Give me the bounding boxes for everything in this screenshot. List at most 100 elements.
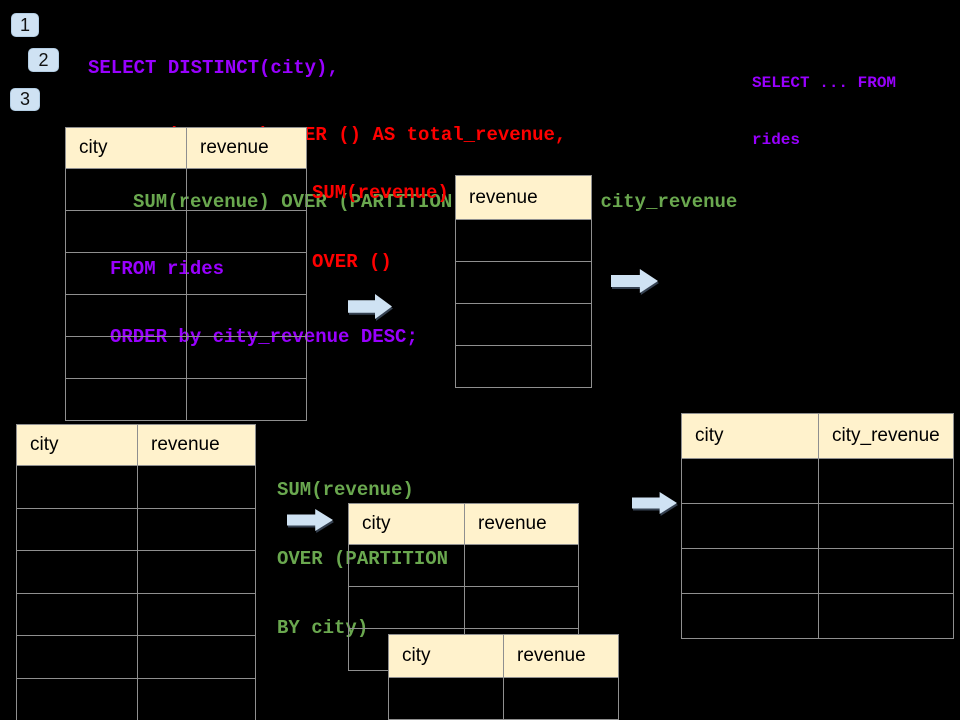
table-cell [66, 253, 186, 294]
table-total-revenue-result: revenue [455, 175, 592, 388]
table-row [66, 378, 306, 420]
table-row [682, 593, 953, 638]
flow-arrow-icon [611, 269, 658, 293]
column-header-city: city [79, 137, 108, 158]
table-row [682, 548, 953, 593]
flow-arrow-icon [632, 492, 677, 514]
table-cell [818, 504, 953, 548]
table-row [456, 303, 591, 345]
table-row [349, 586, 578, 628]
table-city-revenue-result: city city_revenue [681, 413, 954, 639]
table-row [456, 219, 591, 261]
table-rides-source-top: city revenue [65, 127, 307, 421]
table-cell [186, 169, 306, 210]
table-cell [456, 346, 591, 387]
table-cell [503, 678, 618, 719]
table-cell [818, 549, 953, 593]
table-row [456, 345, 591, 387]
column-header-revenue: revenue [464, 504, 578, 544]
table-cell [186, 295, 306, 336]
table-cell [137, 551, 255, 593]
table-row [66, 336, 306, 378]
table-cell [682, 549, 818, 593]
sql-line-select: SELECT DISTINCT(city), [88, 56, 339, 79]
table-row [66, 252, 306, 294]
table-cell [66, 295, 186, 336]
step-badge-3: 3 [10, 88, 40, 111]
table-cell [818, 459, 953, 503]
annotation-partition: SUM(revenue) OVER (PARTITION BY city) [277, 433, 448, 686]
table-cell [818, 594, 953, 638]
table-row [66, 168, 306, 210]
sql-line-from: FROM rides [110, 258, 225, 281]
table-body [17, 465, 255, 720]
table-cell [682, 459, 818, 503]
table-cell [17, 466, 137, 508]
column-header-revenue: revenue [469, 186, 538, 208]
table-cell [66, 379, 186, 420]
table-cell [17, 551, 137, 593]
column-header-revenue: revenue [503, 635, 618, 677]
side-note-line-2: rides [752, 131, 801, 149]
table-header-row: city revenue [349, 504, 578, 544]
annotation-total-line-1: SUM(revenue) [312, 182, 449, 204]
table-cell [186, 253, 306, 294]
annotation-total-line-2: OVER () [312, 251, 392, 273]
table-cell [66, 169, 186, 210]
table-row [17, 635, 255, 678]
table-cell [137, 636, 255, 678]
table-row [17, 592, 255, 636]
table-header-row: city revenue [389, 635, 618, 677]
step-badge-1: 1 [11, 13, 39, 37]
side-note-line-1: SELECT ... FROM [752, 74, 897, 92]
table-cell [389, 678, 503, 719]
step-badge-2: 2 [28, 48, 59, 72]
annotation-partition-line-3: BY city) [277, 617, 369, 639]
table-cell [17, 636, 137, 678]
table-cell [186, 379, 306, 420]
table-cell [349, 587, 464, 628]
table-cell [456, 304, 591, 345]
table-row [456, 261, 591, 303]
side-note-select-from-rides: SELECT ... FROM rides [752, 36, 896, 188]
table-row [682, 458, 953, 503]
table-cell [186, 337, 306, 378]
table-header-row: city revenue [66, 128, 306, 168]
table-row [17, 507, 255, 551]
table-header-row: city city_revenue [682, 414, 953, 458]
flow-arrow-icon [348, 294, 392, 319]
table-body [682, 458, 953, 638]
table-cell [464, 587, 578, 628]
table-cell [17, 594, 137, 636]
table-row [17, 465, 255, 508]
table-cell [682, 594, 818, 638]
table-header-row: city revenue [17, 425, 255, 465]
table-partition-step-overlay: city revenue [388, 634, 619, 720]
column-header-revenue: revenue [137, 425, 255, 465]
table-cell [137, 678, 255, 720]
table-cell [17, 509, 137, 551]
table-cell [66, 211, 186, 252]
annotation-partition-line-2: OVER (PARTITION [277, 548, 449, 570]
table-body [456, 219, 591, 387]
table-rides-source-bottom: city revenue [16, 424, 256, 720]
table-row [66, 210, 306, 252]
column-header-city-revenue: city_revenue [818, 414, 953, 458]
table-cell [349, 545, 464, 586]
table-header-row: revenue [456, 176, 591, 219]
table-cell [456, 220, 591, 261]
table-cell [464, 545, 578, 586]
column-header-revenue: revenue [186, 128, 306, 168]
table-row [682, 503, 953, 548]
table-cell [456, 262, 591, 303]
table-cell [137, 508, 255, 550]
table-row [66, 294, 306, 336]
table-cell [137, 593, 255, 635]
table-cell [17, 679, 137, 720]
column-header-city: city [695, 425, 724, 446]
table-row [389, 677, 618, 719]
annotation-partition-line-1: SUM(revenue) [277, 479, 414, 501]
table-cell [66, 337, 186, 378]
table-row [349, 544, 578, 586]
